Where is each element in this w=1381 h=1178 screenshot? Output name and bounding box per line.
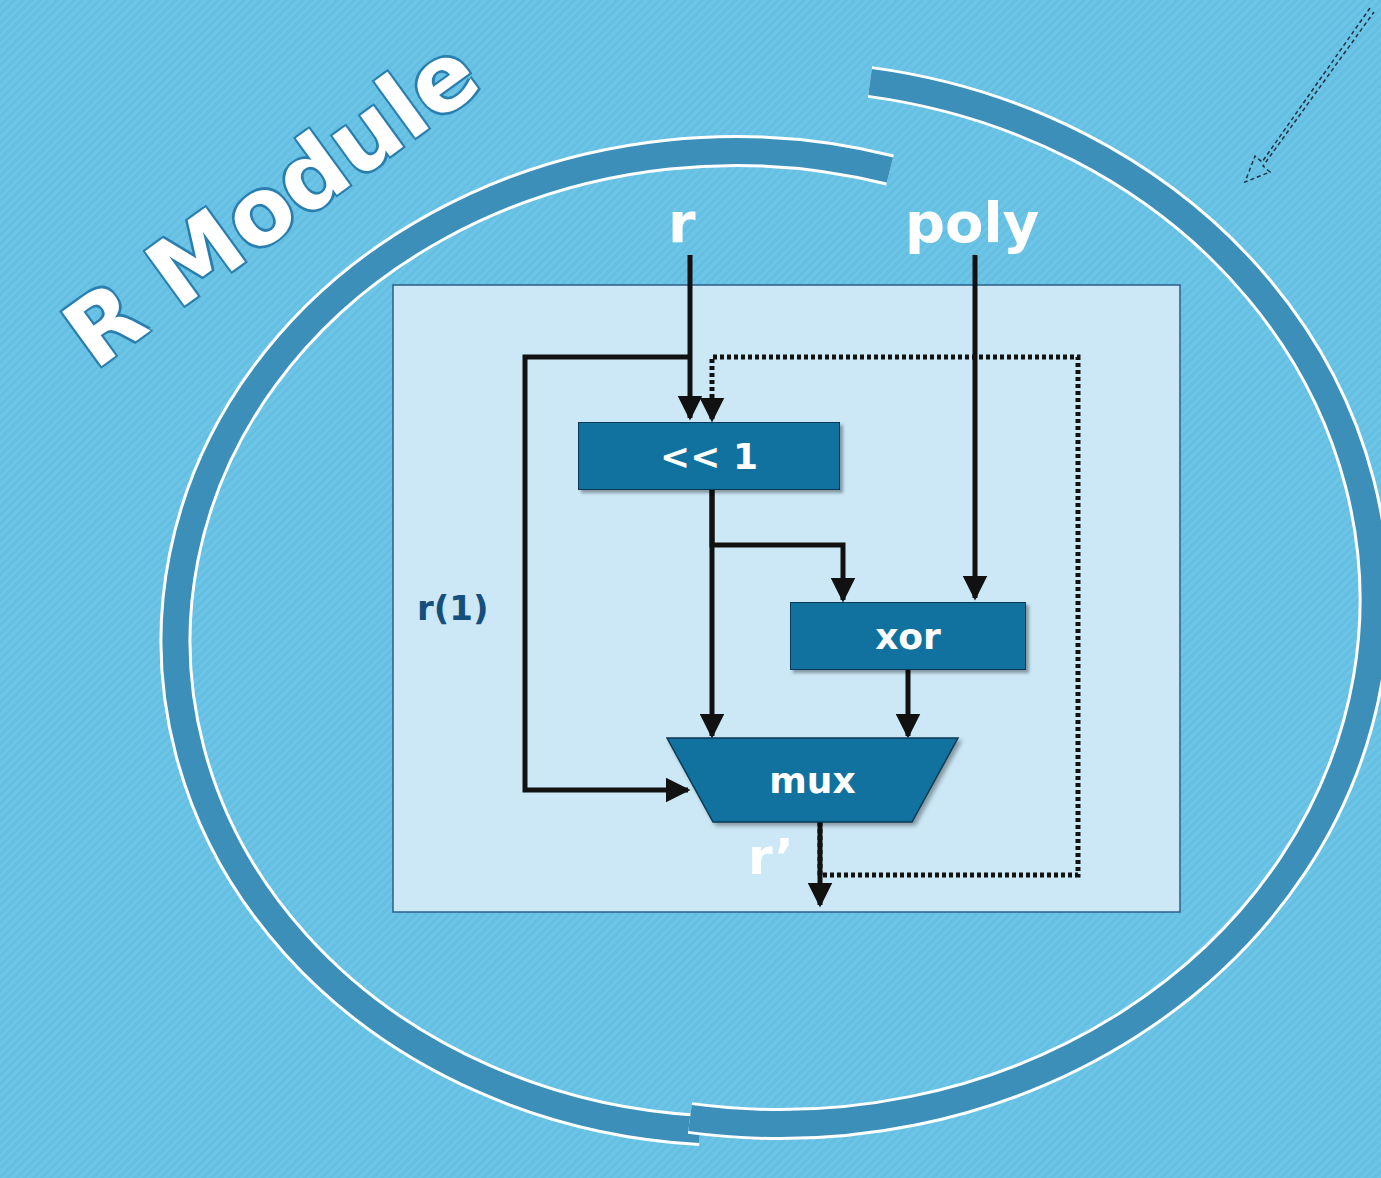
input-wire: [688, 255, 693, 418]
process-box: xor: [790, 602, 1026, 670]
signal-name: r: [668, 190, 696, 255]
signal-wire: [710, 490, 715, 736]
wire-label: r(1): [414, 588, 492, 628]
signal-wire: [906, 670, 911, 736]
node-text: << 1: [660, 436, 758, 477]
dashed-arrow: [1245, 8, 1374, 182]
mux-trapezoid: mux: [667, 738, 958, 822]
module-panel: [393, 285, 1180, 912]
signal-name: poly: [905, 190, 1039, 255]
node-text: mux: [769, 760, 855, 801]
signal-wire: [712, 490, 843, 600]
output-wire: [818, 822, 823, 905]
process-box: << 1: [578, 422, 840, 490]
poly-wire: [973, 255, 978, 598]
signal-name: r’: [748, 828, 794, 886]
node-text: xor: [875, 616, 941, 657]
